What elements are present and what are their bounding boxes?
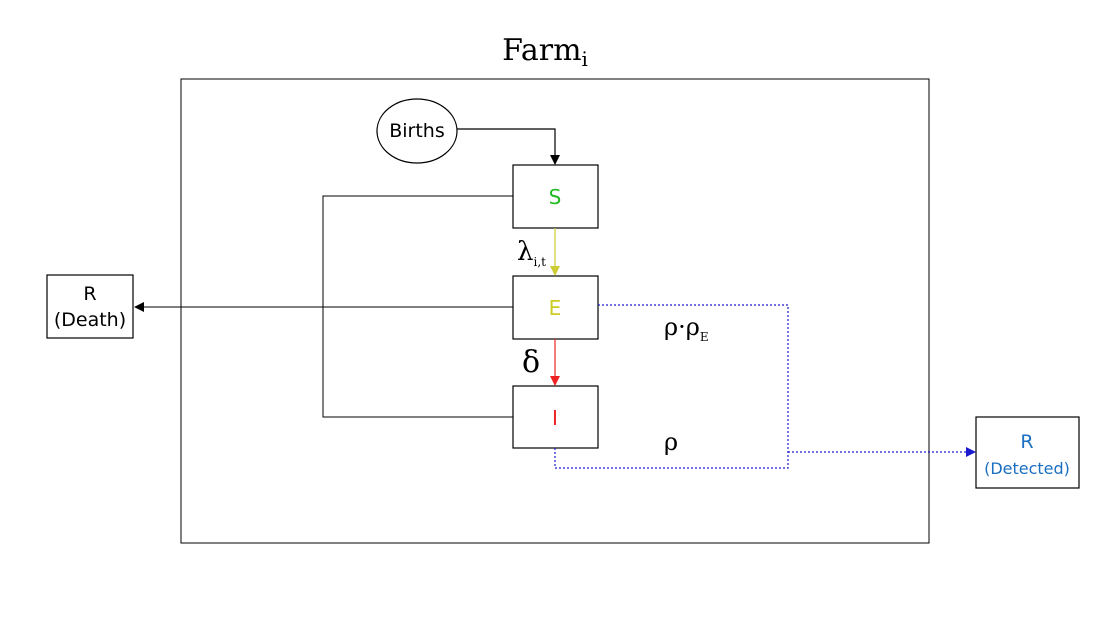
- death-box-line2: (Death): [54, 309, 126, 331]
- rho-rate-label: ρ: [664, 428, 678, 456]
- lambda-rate-label: λi,t: [517, 237, 546, 269]
- death-box: [46, 274, 134, 339]
- detected-box-line1: R: [1020, 431, 1033, 453]
- detected-box: [975, 416, 1080, 489]
- death-box-line1: R: [83, 283, 96, 305]
- detected-box-line2: (Detected): [984, 459, 1070, 478]
- compartment-i: [512, 385, 599, 449]
- compartment-e-label: E: [549, 296, 562, 320]
- births-node: [376, 98, 458, 164]
- rho-e-rate-label: ρ·ρE: [664, 313, 709, 344]
- delta-rate-label: δ: [522, 345, 540, 380]
- births-to-s-arrow: [457, 128, 560, 165]
- farm-title: Farmi: [502, 33, 588, 71]
- compartment-i-label: I: [552, 406, 558, 430]
- compartment-e: [512, 275, 599, 340]
- farm-boundary: [180, 78, 930, 544]
- births-label: Births: [389, 120, 445, 142]
- compartment-s: [512, 164, 599, 229]
- compartment-s-label: S: [549, 185, 562, 209]
- detection-path: [554, 304, 789, 469]
